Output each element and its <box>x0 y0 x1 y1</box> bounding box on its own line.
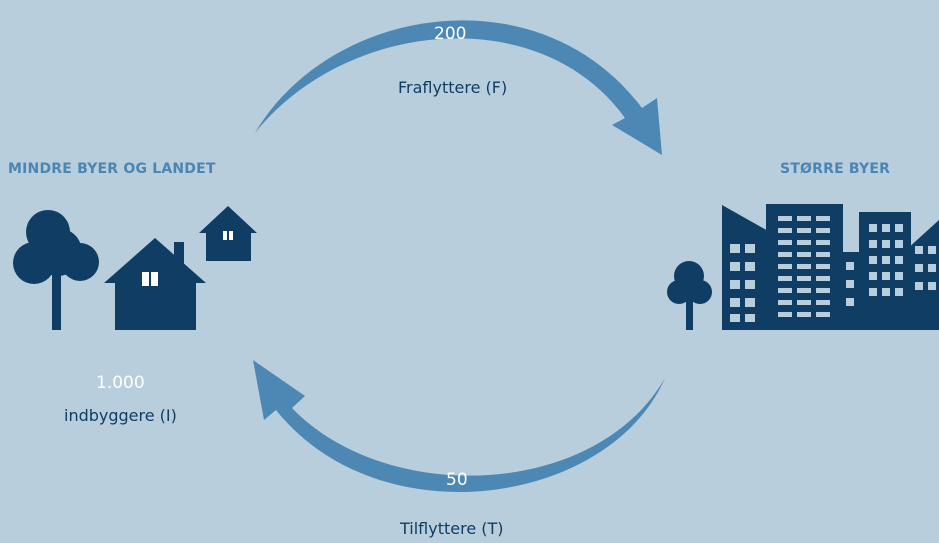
left-count: 1.000 <box>96 373 145 393</box>
bottom-arrow-label: Tilflyttere (T) <box>400 519 504 538</box>
bottom-arrow <box>253 360 665 492</box>
left-count-label: indbyggere (I) <box>64 406 177 425</box>
house-large-icon <box>104 238 206 330</box>
top-arrow <box>255 20 662 155</box>
rural-icon <box>13 206 257 330</box>
top-arrow-value: 200 <box>434 24 467 44</box>
bottom-arrow-value: 50 <box>446 470 468 490</box>
top-arrow-label: Fraflyttere (F) <box>398 78 508 97</box>
city-tree-icon <box>667 261 712 330</box>
right-heading: STØRRE BYER <box>780 161 891 177</box>
left-heading: MINDRE BYER OG LANDET <box>8 161 216 177</box>
city-icon <box>667 204 939 330</box>
house-small-icon <box>199 206 257 261</box>
tree-icon <box>13 210 99 330</box>
